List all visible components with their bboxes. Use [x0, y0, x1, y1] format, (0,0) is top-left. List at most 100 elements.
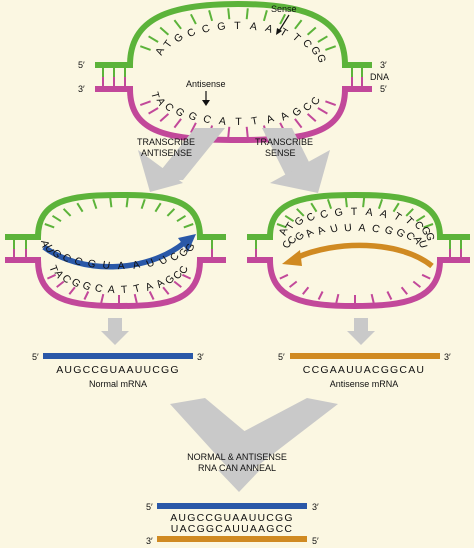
base-tick: [83, 291, 90, 300]
base-tick: [173, 19, 182, 30]
transcribe-sense-label-2: SENSE: [265, 148, 296, 158]
sequence-letter: G: [216, 20, 226, 33]
sequence-letter: C: [201, 113, 213, 127]
base-tick: [335, 293, 340, 304]
sequence-letter: G: [334, 206, 345, 219]
base-tick: [405, 208, 414, 217]
base-tick: [306, 26, 317, 36]
down-arrow-left: [101, 318, 129, 345]
antisense-mrna-sequence: CCGAAUUACGGCAU: [303, 364, 425, 376]
sequence-letter: G: [423, 232, 436, 242]
base-tick: [325, 45, 337, 51]
base-tick: [183, 223, 194, 229]
prime-3-bottom-left: 3′: [78, 84, 85, 94]
base-tick: [62, 208, 72, 217]
prime-5-bottom-right: 5′: [380, 84, 387, 94]
base-tick: [109, 197, 113, 208]
antisense-ticks: [279, 273, 431, 304]
base-tick: [370, 293, 375, 304]
sequence-letter: A: [358, 222, 366, 235]
base-tick: [386, 291, 393, 300]
base-tick: [46, 273, 57, 280]
sequence-letter: U: [42, 243, 56, 255]
base-tick: [262, 10, 268, 22]
base-tick: [392, 202, 400, 213]
sequence-letter: A: [277, 226, 291, 237]
base-tick: [412, 280, 422, 288]
base-tick: [317, 35, 328, 43]
base-tick: [279, 13, 286, 25]
base-tick: [208, 10, 214, 22]
base-tick: [421, 273, 431, 280]
sequence-letter: U: [344, 222, 353, 235]
anneal-label-1: NORMAL & ANTISENSE: [187, 452, 287, 462]
sequence-letter: A: [378, 207, 389, 221]
base-tick: [294, 118, 303, 129]
sequence-letter: T: [161, 38, 175, 51]
prime-3-top: 3′: [312, 502, 319, 512]
transcribe-antisense-arrow: [138, 128, 225, 192]
sequence-letter: A: [118, 260, 125, 272]
sequence-letter: C: [200, 22, 212, 36]
base-tick: [181, 273, 192, 280]
base-tick: [92, 198, 98, 210]
base-tick: [44, 223, 55, 229]
base-tick: [148, 35, 159, 43]
base-tick: [294, 19, 303, 30]
sequence-letter: A: [38, 239, 51, 248]
base-tick: [423, 223, 434, 229]
prime-5: 5′: [32, 352, 39, 362]
sequence-letter: G: [183, 242, 197, 254]
base-tick: [288, 280, 298, 288]
prime-3-bottom: 3′: [146, 536, 153, 546]
transcribe-sense-arrow: [262, 128, 330, 193]
base-tick: [400, 286, 408, 295]
sense-label: Sense: [271, 4, 297, 14]
sense-ticks: [139, 8, 337, 51]
antisense-mrna-bar: [290, 353, 440, 359]
base-tick: [154, 202, 162, 213]
sequence-letter: U: [145, 256, 157, 270]
base-tick: [100, 293, 105, 304]
sequence-letter: G: [186, 109, 199, 124]
base-tick: [415, 214, 426, 223]
normal-mrna-bar: [43, 353, 193, 359]
base-tick: [276, 223, 287, 229]
prime-5: 5′: [278, 352, 285, 362]
base-tick: [362, 197, 366, 208]
duplex-top-sequence: AUGCCGUAAUUCGG: [170, 512, 294, 524]
sequence-letter: A: [131, 259, 141, 272]
antisense-mrna: 5′ 3′ CCGAAUUACGGCAU Antisense mRNA: [278, 352, 451, 389]
base-tick: [140, 198, 146, 210]
dna-label: DNA: [370, 72, 389, 82]
anneal-label-2: RNA CAN ANNEAL: [198, 463, 276, 473]
sequence-letter: T: [46, 264, 60, 275]
sequence-letter: T: [121, 284, 129, 296]
antisense-strand: [95, 86, 372, 144]
base-tick: [344, 197, 348, 208]
antisense-strand: [247, 257, 470, 310]
sequence-letter: T: [148, 91, 161, 101]
sequence-letter: C: [93, 282, 104, 296]
sequence-letter: A: [315, 224, 327, 238]
prime-5-bottom: 5′: [312, 536, 319, 546]
base-tick: [377, 198, 384, 210]
base-tick: [279, 273, 289, 280]
antisense-rna-bar: [157, 536, 307, 542]
sequence-letter: A: [264, 22, 275, 36]
sequence-letter: A: [411, 234, 425, 246]
base-tick: [133, 293, 138, 304]
sequence-letter: A: [153, 46, 167, 57]
base-tick: [317, 291, 324, 300]
sequence-letter: G: [419, 225, 433, 237]
antisense-strand: [5, 257, 226, 310]
base-tick: [325, 100, 337, 107]
antisense-rna-transcript-arrow: [294, 242, 434, 269]
sequence-letter: U: [416, 239, 430, 249]
sense-strand: [5, 191, 226, 240]
sense-ticks: [44, 197, 194, 229]
base-tick: [173, 118, 182, 129]
